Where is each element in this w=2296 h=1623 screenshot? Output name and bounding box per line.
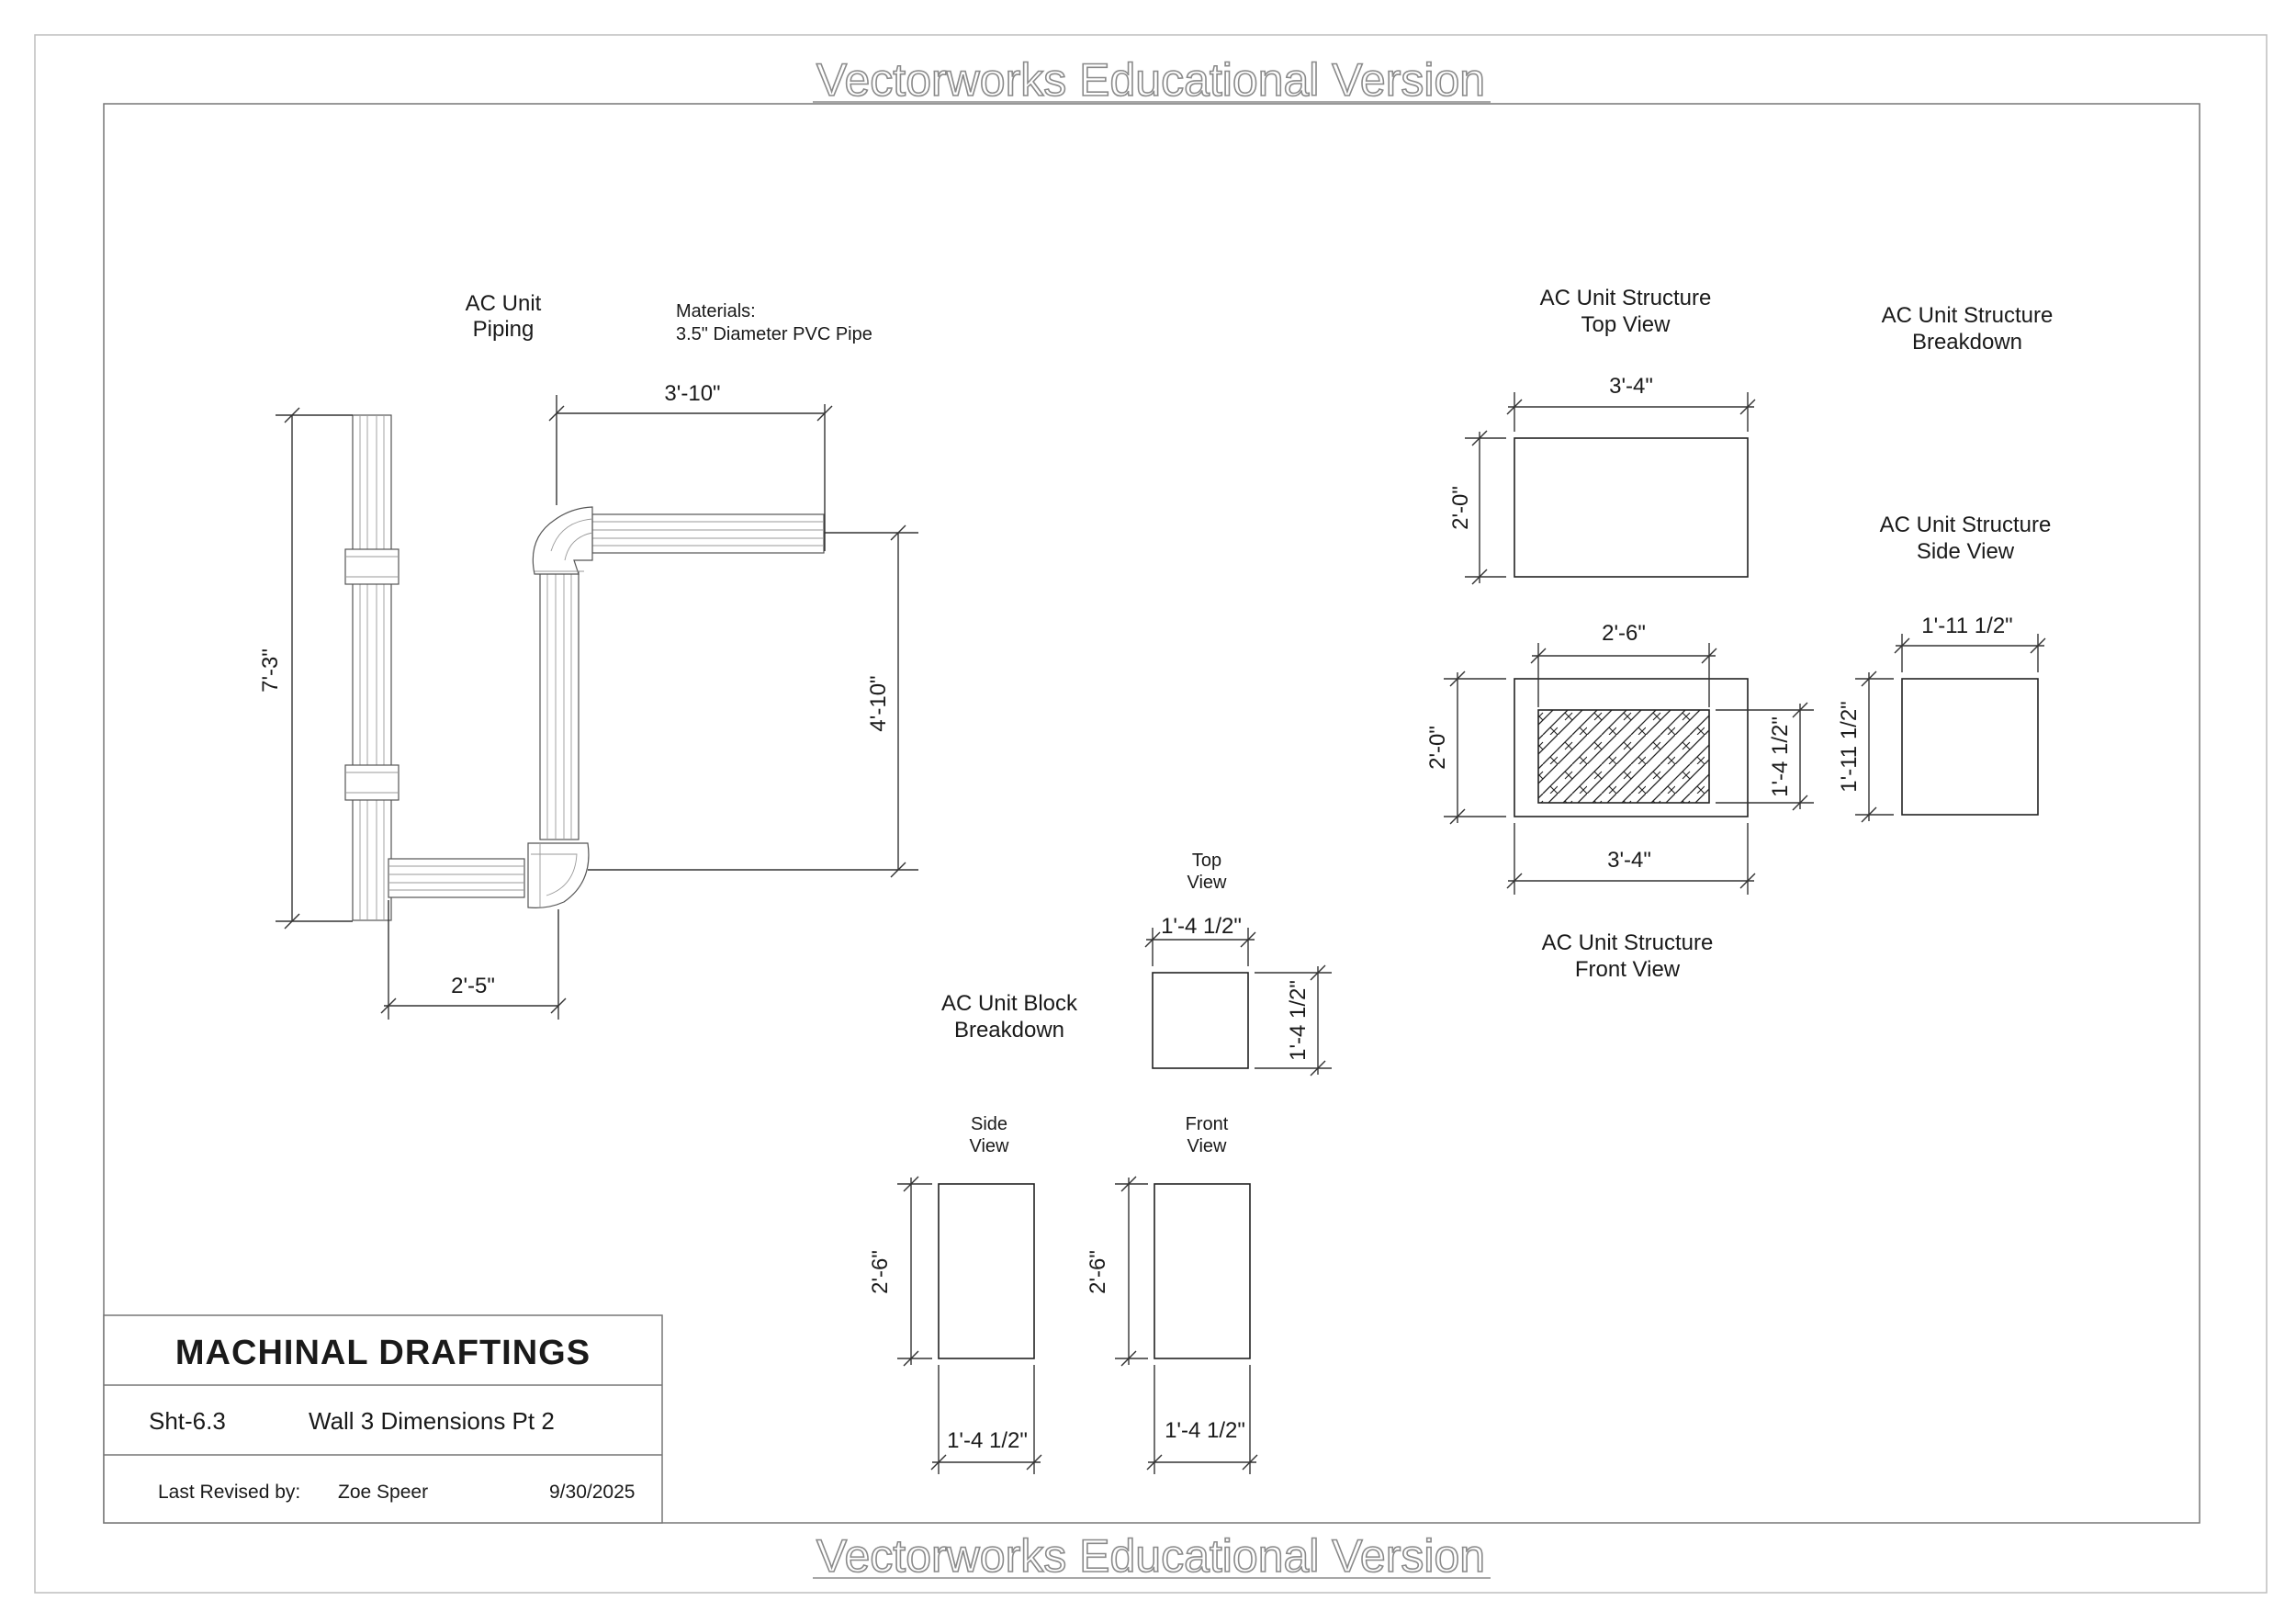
structure-front-inner-width-dim: 2'-6" [1530, 621, 1717, 707]
structure-top-width-dim: 3'-4" [1506, 374, 1756, 432]
dim-label: 3'-10" [664, 381, 720, 406]
structure-breakdown-title-line2: Breakdown [1912, 330, 2022, 355]
drawing-frame [103, 103, 2200, 1524]
block-front-width-dim: 1'-4 1/2" [1146, 1365, 1258, 1474]
structure-side-view [1901, 678, 2039, 816]
pipe-assembly [388, 506, 825, 908]
block-top-width-dim: 1'-4 1/2" [1144, 914, 1256, 966]
block-front-height-dim: 2'-6" [1086, 1176, 1148, 1367]
piping-title-line2: Piping [473, 317, 535, 342]
block-top-label-line2: View [1187, 873, 1228, 893]
block-front-view [1154, 1183, 1251, 1359]
structure-side-height-dim: 1'-11 1/2" [1837, 671, 1894, 823]
revised-by: Zoe Speer [338, 1482, 428, 1503]
structure-front-title-line2: Front View [1575, 957, 1681, 982]
block-top-height-dim: 1'-4 1/2" [1255, 964, 1332, 1076]
vertical-pipe [344, 414, 400, 921]
structure-top-view [1514, 437, 1749, 578]
structure-top-title-line2: Top View [1581, 312, 1671, 337]
block-top-label-line1: Top [1192, 851, 1221, 871]
structure-front-view [1514, 678, 1749, 817]
watermark-top: Vectorworks Educational Version [816, 54, 1485, 106]
dim-label: 1'-4 1/2" [1161, 914, 1242, 939]
dim-label: 4'-10" [866, 675, 891, 731]
structure-front-width-dim: 3'-4" [1506, 823, 1756, 895]
dim-label: 1'-4 1/2" [1286, 980, 1311, 1061]
structure-front-title-line1: AC Unit Structure [1542, 930, 1714, 955]
piping-title-line1: AC Unit [466, 291, 542, 316]
dim-label: 1'-11 1/2" [1837, 701, 1862, 792]
sheet-title: Wall 3 Dimensions Pt 2 [309, 1407, 555, 1435]
pipe-coupling [344, 548, 400, 585]
revised-label: Last Revised by: [158, 1482, 300, 1503]
structure-breakdown-title-line1: AC Unit Structure [1882, 303, 2054, 328]
pipe-coupling [344, 764, 400, 801]
sheet-number: Sht-6.3 [149, 1407, 226, 1435]
dim-label: 1'-11 1/2" [1921, 614, 2012, 638]
paper-border [34, 34, 2268, 1594]
piping-dimension-left: 7'-3" [258, 407, 353, 930]
title-block: MACHINAL DRAFTINGS Sht-6.3 Wall 3 Dimens… [103, 1314, 663, 1524]
structure-side-title-line2: Side View [1917, 539, 2015, 564]
materials-label: Materials: [676, 301, 756, 321]
piping-dimension-right: 4'-10" [588, 524, 918, 878]
block-side-label-line2: View [970, 1136, 1010, 1156]
block-side-label-line1: Side [971, 1114, 1007, 1134]
block-front-label-line2: View [1187, 1136, 1228, 1156]
dim-label: 2'-5" [451, 974, 495, 998]
revised-date: 9/30/2025 [549, 1482, 635, 1503]
block-title-line1: AC Unit Block [941, 991, 1078, 1016]
dim-label: 1'-4 1/2" [1165, 1418, 1245, 1443]
structure-side-width-dim: 1'-11 1/2" [1894, 614, 2046, 672]
block-front-label-line1: Front [1186, 1114, 1229, 1134]
structure-top-height-dim: 2'-0" [1448, 430, 1506, 585]
piping-dimension-top: 3'-10" [548, 381, 833, 551]
dim-label: 2'-0" [1448, 486, 1473, 530]
structure-front-height-dim: 2'-0" [1425, 671, 1506, 825]
piping-dimension-bottom: 2'-5" [380, 900, 567, 1020]
block-side-height-dim: 2'-6" [868, 1176, 932, 1367]
watermark-bottom: Vectorworks Educational Version [816, 1530, 1485, 1582]
dim-label: 2'-6" [1086, 1250, 1110, 1294]
dim-label: 1'-4 1/2" [947, 1428, 1028, 1453]
dim-label: 2'-0" [1425, 726, 1450, 770]
dim-label: 2'-6" [868, 1250, 893, 1294]
block-drawing: AC Unit Block Breakdown Top View 1'-4 1/… [868, 851, 1332, 1474]
structure-side-title-line1: AC Unit Structure [1880, 513, 2052, 537]
dim-label: 7'-3" [258, 648, 283, 693]
block-title-line2: Breakdown [954, 1018, 1064, 1043]
structure-top-title-line1: AC Unit Structure [1540, 286, 1712, 310]
materials-value: 3.5" Diameter PVC Pipe [676, 324, 872, 344]
structure-front-hatched-panel [1537, 709, 1710, 804]
piping-drawing: AC Unit Piping Materials: 3.5" Diameter … [258, 291, 918, 1020]
block-top-view [1152, 972, 1249, 1069]
dim-label: 3'-4" [1609, 374, 1653, 399]
dim-label: 3'-4" [1607, 848, 1651, 873]
structure-drawing: AC Unit Structure Top View AC Unit Struc… [1425, 286, 2053, 982]
structure-front-inner-height-dim: 1'-4 1/2" [1716, 702, 1814, 811]
dim-label: 1'-4 1/2" [1768, 716, 1793, 797]
dim-label: 2'-6" [1602, 621, 1646, 646]
company-name: MACHINAL DRAFTINGS [175, 1334, 591, 1372]
block-side-width-dim: 1'-4 1/2" [930, 1365, 1042, 1474]
block-side-view [938, 1183, 1035, 1359]
